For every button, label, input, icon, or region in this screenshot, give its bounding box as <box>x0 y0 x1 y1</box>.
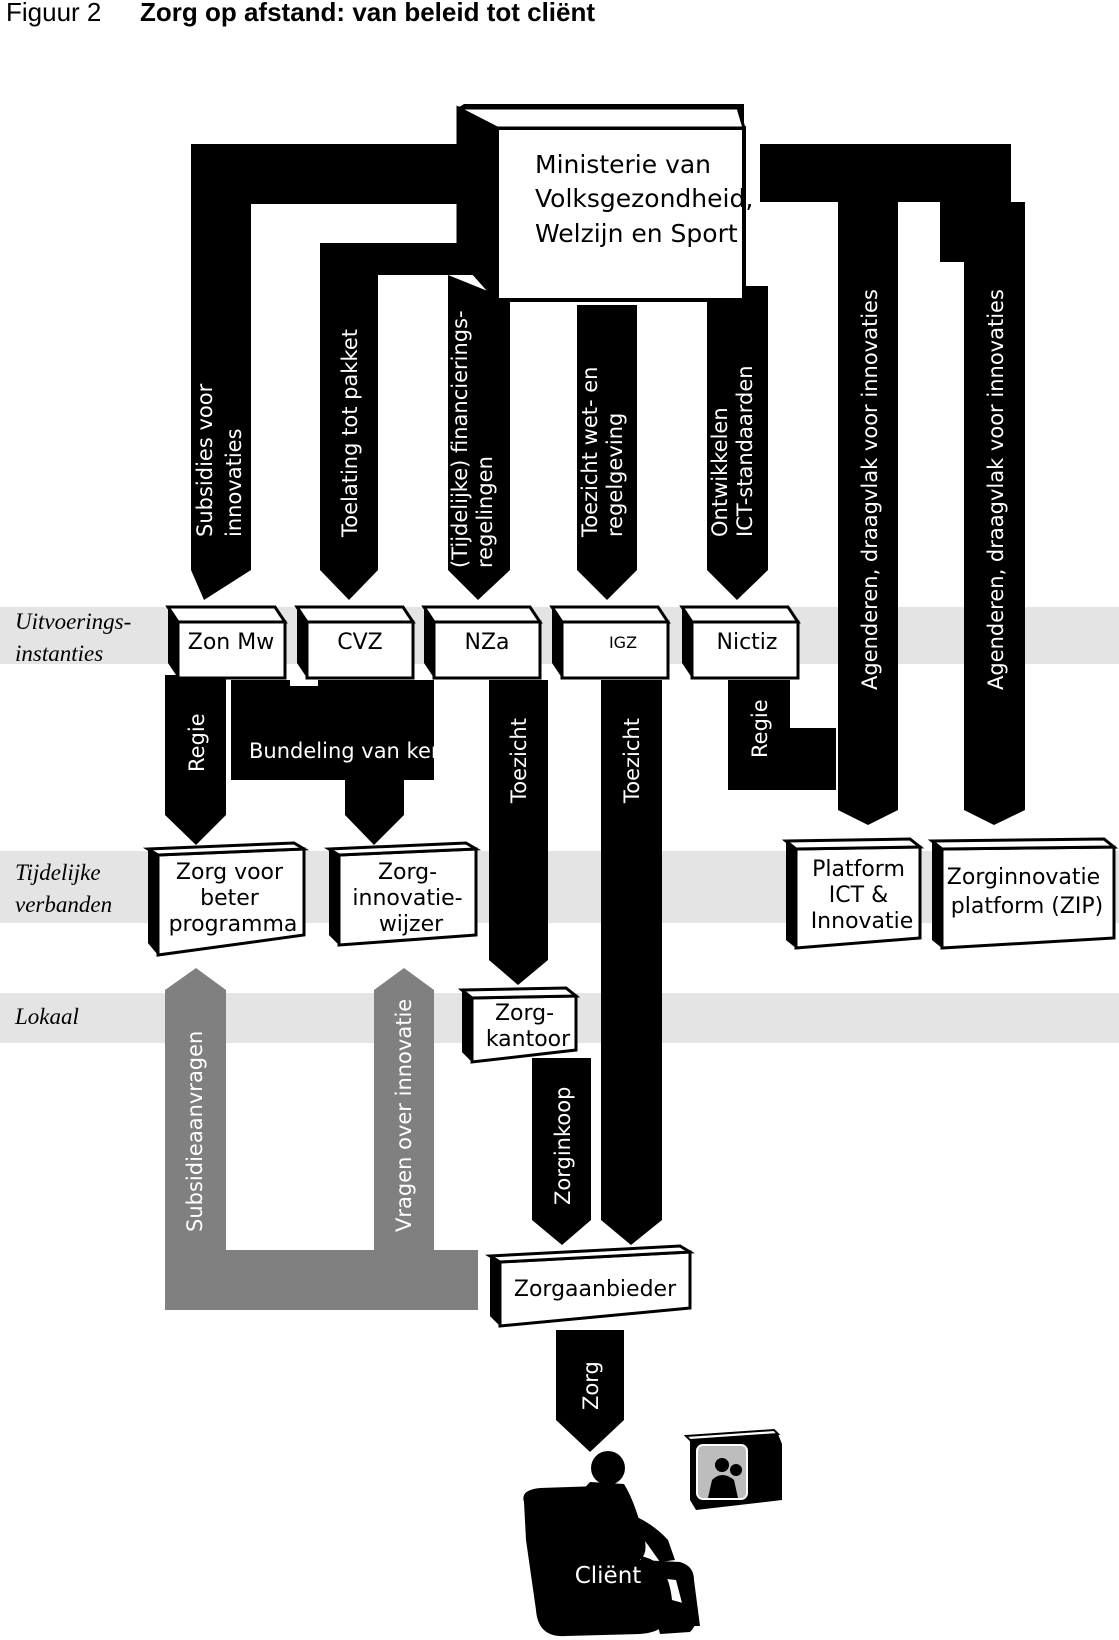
box-zorg-voor-beter: Zorg voor beter programma <box>142 841 310 957</box>
level-label-tijdelijke-verbanden: Tijdelijke verbanden <box>15 860 112 917</box>
flow-toezicht-wet-en-regelgeving <box>577 305 637 600</box>
flow-zorg <box>556 1330 624 1452</box>
flow-agenderen-platform <box>760 144 1011 825</box>
flow-agenderen-zip <box>940 202 1025 825</box>
ministry-flows <box>191 144 1025 825</box>
label-bundeling-van-kennis: Bundeling van kennis <box>249 739 474 763</box>
zorginnovatiewijzer-label: Zorg- innovatie- wijzer <box>352 860 469 937</box>
nictiz-label: Nictiz <box>717 630 778 655</box>
flow-subsidieaanvragen <box>165 968 478 1310</box>
label-regie-1: Regie <box>185 713 209 772</box>
label-zorg: Zorg <box>579 1361 603 1410</box>
flow-regie-nictiz <box>728 680 836 790</box>
box-zip: Zorginnovatie platform (ZIP) <box>927 837 1119 950</box>
zonmw-label: Zon Mw <box>188 630 274 655</box>
flow-zorginkoop <box>532 1058 591 1245</box>
zorgaanbieder-label: Zorgaanbieder <box>514 1277 677 1302</box>
label-regie-2: Regie <box>748 699 772 758</box>
nza-label: NZa <box>464 630 509 655</box>
label-zorginkoop: Zorginkoop <box>551 1087 575 1205</box>
flow-subsidies-voor-innovaties <box>191 144 460 600</box>
flow-vragen-over-innovatie <box>374 968 434 1250</box>
label-subsidieaanvragen: Subsidieaanvragen <box>183 1031 207 1232</box>
person-head-icon <box>591 1451 625 1485</box>
box-zorginnovatiewijzer: Zorg- innovatie- wijzer <box>323 841 482 947</box>
flow-bundeling-van-kennis <box>231 680 434 845</box>
flow-ontwikkelen-ict-standaarden <box>707 286 768 600</box>
figure-title: Zorg op afstand: van beleid tot cliënt <box>140 0 595 27</box>
label-financieringsregelingen: (Tijdelijke) financierings- regelingen <box>448 304 497 568</box>
person-body-icon <box>570 1482 646 1560</box>
zip-label: Zorginnovatie platform (ZIP) <box>947 865 1107 919</box>
label-agenderen-1: Agenderen, draagvlak voor innovaties <box>858 289 882 690</box>
flow-toelating-tot-pakket <box>320 243 490 600</box>
cvz-label: CVZ <box>337 630 382 655</box>
box-platform-ict: Platform ICT & Innovatie <box>781 837 925 950</box>
box-nza: NZa <box>421 605 543 680</box>
level-label-uitvoeringsinstanties: Uitvoerings- instanties <box>15 609 137 666</box>
label-vragen-over-innovatie: Vragen over innovatie <box>392 999 416 1232</box>
flow-financieringsregelingen <box>448 275 510 600</box>
label-toezicht-1: Toezicht <box>507 718 531 804</box>
zorg-voor-beter-label: Zorg voor beter programma <box>169 860 298 937</box>
box-nictiz: Nictiz <box>679 605 801 680</box>
flow-regie-zonmw <box>165 675 226 845</box>
box-igz: IGZ <box>549 605 671 680</box>
label-ontwikkelen-ict-standaarden: Ontwikkelen ICT-standaarden <box>708 365 757 537</box>
platform-ict-label: Platform ICT & Innovatie <box>811 857 914 934</box>
igz-label: IGZ <box>609 633 637 652</box>
box-zonmw: Zon Mw <box>165 605 288 680</box>
zorgkantoor-label: Zorg- kantoor <box>486 1001 571 1052</box>
figure-number: Figuur 2 <box>6 0 101 27</box>
client-illustration: Cliënt <box>523 1428 782 1637</box>
label-agenderen-2: Agenderen, draagvlak voor innovaties <box>984 289 1008 690</box>
armchair-icon <box>523 1486 669 1637</box>
label-toelating-tot-pakket: Toelating tot pakket <box>338 329 362 538</box>
ministerie-box: Ministerie van Volksgezondheid, Welzijn … <box>456 104 761 304</box>
label-subsidies-voor-innovaties: Subsidies voor innovaties <box>193 377 246 537</box>
label-toezicht-wet-en-regelgeving: Toezicht wet- en regelgeving <box>578 360 627 538</box>
box-zorgkantoor: Zorg- kantoor <box>457 986 581 1064</box>
box-zorgaanbieder: Zorgaanbieder <box>485 1244 695 1328</box>
level-label-lokaal: Lokaal <box>14 1004 79 1029</box>
label-toezicht-2: Toezicht <box>620 718 644 804</box>
client-label: Cliënt <box>575 1563 642 1589</box>
ministerie-label: Ministerie van Volksgezondheid, Welzijn … <box>535 150 761 248</box>
flow-toezicht-zorgkantoor <box>489 680 548 985</box>
flow-toezicht-zorgaanbieder <box>601 680 662 1245</box>
box-cvz: CVZ <box>294 605 416 680</box>
